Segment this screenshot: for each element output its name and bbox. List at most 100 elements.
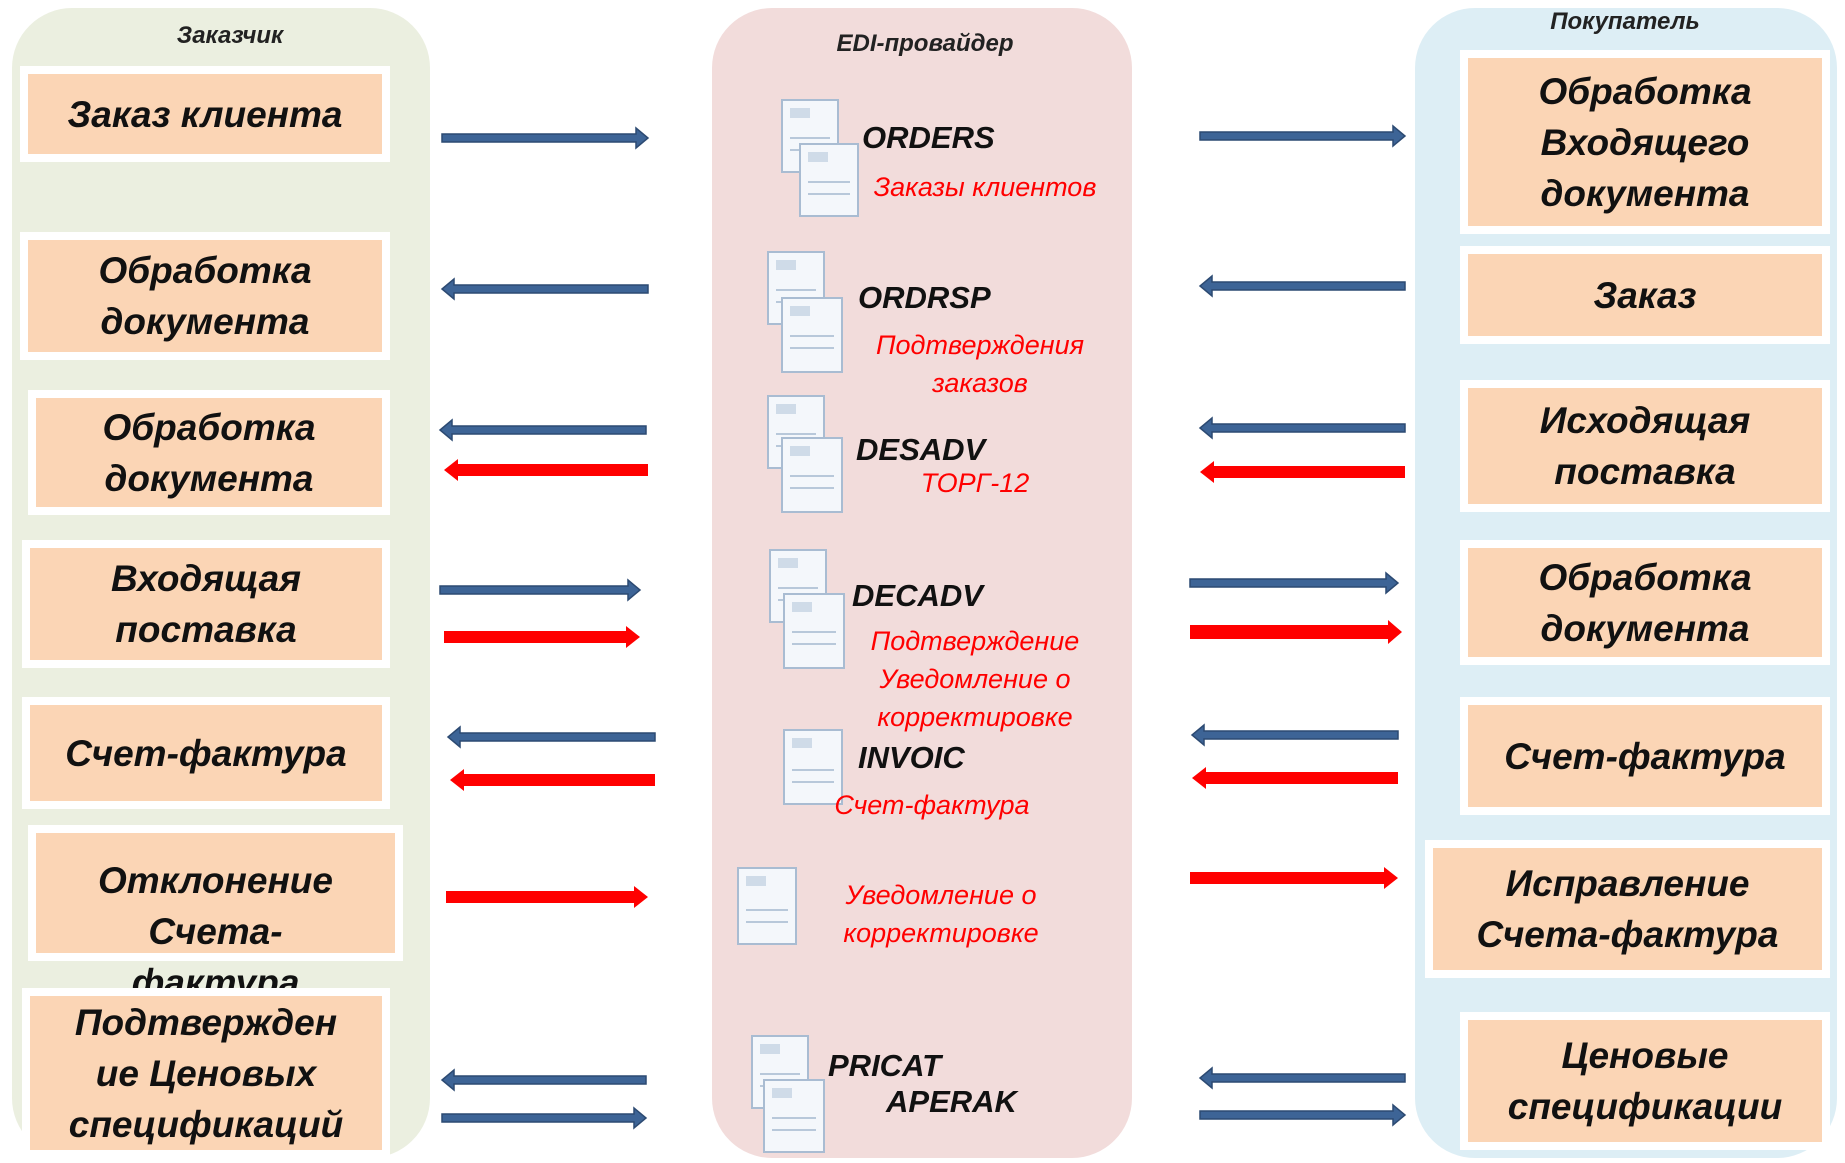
left-box-line: Подтвержден xyxy=(74,1001,338,1043)
document-sheet-icon xyxy=(799,143,859,217)
red-arrow-left xyxy=(444,459,648,481)
blue-arrow-left xyxy=(1198,1066,1406,1090)
blue-arrow-left xyxy=(438,418,647,442)
right-box-outgoing-delivery: Исходящая поставка xyxy=(1460,380,1830,512)
document-sheet-icon xyxy=(781,297,843,373)
right-box-line: Исходящая xyxy=(1539,400,1751,441)
right-box-price-specifications: Ценовые спецификации xyxy=(1460,1012,1830,1150)
doc-name-invoic: INVOIC xyxy=(858,740,965,775)
right-box-line: Обработка xyxy=(1538,70,1752,112)
buyer-column-title: Покупатель xyxy=(1550,8,1700,35)
right-box-line: Ценовые xyxy=(1561,1035,1729,1076)
blue-arrow-right xyxy=(1199,124,1407,148)
left-box-price-spec-confirmation: Подтвержден ие Ценовых спецификаций xyxy=(22,988,390,1158)
right-box-line: Обработка xyxy=(1538,556,1752,598)
doc-desc-line: Счет-фактура xyxy=(834,790,1030,820)
blue-arrow-right xyxy=(1189,571,1400,595)
doc-desc-line: Уведомление о xyxy=(845,880,1037,910)
left-box-line: Отклонение xyxy=(98,860,333,901)
left-box-line: спецификаций xyxy=(68,1103,344,1145)
red-arrow-left xyxy=(1192,767,1398,789)
doc-name-ordrsp: ORDRSP xyxy=(858,280,991,315)
left-box-line: документа xyxy=(100,301,310,342)
right-box-line: спецификации xyxy=(1507,1086,1783,1127)
doc-desc-line: Подтверждения xyxy=(875,330,1085,360)
blue-arrow-left xyxy=(1198,274,1406,298)
left-box-line: Заказ клиента xyxy=(67,93,343,135)
right-box-line: Заказ xyxy=(1593,274,1697,316)
doc-desc-line: ТОРГ-12 xyxy=(920,468,1030,498)
right-box-order: Заказ xyxy=(1460,246,1830,344)
left-box-incoming-delivery: Входящая поставка xyxy=(22,540,390,668)
blue-arrow-right xyxy=(439,578,642,602)
doc-name-desadv: DESADV xyxy=(856,432,986,467)
doc-name-pricat: PRICAT xyxy=(828,1048,942,1083)
right-box-line: документа xyxy=(1540,172,1750,214)
red-arrow-right xyxy=(444,626,640,648)
left-box-document-processing: Обработка документа xyxy=(20,232,390,360)
left-box-line: Обработка xyxy=(102,406,316,448)
red-arrow-left xyxy=(1200,461,1405,483)
doc-desc-line: заказов xyxy=(932,368,1028,398)
blue-arrow-left xyxy=(440,277,649,301)
document-stack-icon xyxy=(751,1035,825,1153)
blue-arrow-right xyxy=(441,1106,648,1130)
doc-desc-line: Подтверждение xyxy=(870,626,1080,656)
doc-desc-decadv: Подтверждение Уведомление о корректировк… xyxy=(840,622,1110,736)
doc-desc-ordrsp: Подтверждения заказов xyxy=(850,326,1110,402)
left-box-document-processing-2: Обработка документа xyxy=(28,390,390,515)
left-box-line: поставка xyxy=(115,609,297,650)
doc-desc-line: Заказы клиентов xyxy=(873,172,1097,202)
document-stack-icon xyxy=(767,251,843,373)
doc-desc-invoic: Счет-фактура xyxy=(822,786,1042,824)
red-arrow-right xyxy=(1190,867,1398,889)
blue-arrow-left xyxy=(1198,416,1406,440)
right-box-line: Исправление xyxy=(1505,863,1750,904)
doc-name-orders: ORDERS xyxy=(862,120,995,155)
right-box-line: поставка xyxy=(1554,451,1736,492)
document-stack-icon xyxy=(767,395,843,513)
right-box-invoice-correction: Исправление Счета-фактура xyxy=(1425,840,1830,978)
doc-desc-line: Уведомление о xyxy=(879,664,1071,694)
doc-desc-correction-notice: Уведомление о корректировке xyxy=(826,876,1056,952)
document-sheet-icon xyxy=(767,251,825,325)
blue-arrow-right xyxy=(441,126,650,150)
left-box-line: Входящая xyxy=(110,558,302,599)
left-box-line: ие Ценовых xyxy=(95,1052,317,1094)
left-box-line: Обработка xyxy=(98,250,312,291)
red-arrow-right xyxy=(446,886,648,908)
document-sheet-icon xyxy=(783,593,845,669)
doc-desc-desadv: ТОРГ-12 xyxy=(880,464,1070,502)
left-box-line: Счета- xyxy=(148,911,283,952)
blue-arrow-left xyxy=(446,725,656,749)
red-arrow-left xyxy=(450,769,655,791)
doc-desc-line: корректировке xyxy=(843,918,1039,948)
left-box-customer-order: Заказ клиента xyxy=(20,66,390,162)
doc-desc-orders: Заказы клиентов xyxy=(860,168,1110,206)
blue-arrow-left xyxy=(440,1068,647,1092)
document-sheet-icon xyxy=(783,729,843,805)
right-box-line: Счет-фактура xyxy=(1504,735,1786,777)
right-box-line: Входящего xyxy=(1540,121,1750,163)
left-box-line: Счет-фактура xyxy=(65,732,347,774)
doc-name-aperak: APERAK xyxy=(886,1084,1017,1119)
document-stack-icon xyxy=(769,549,845,669)
document-sheet-icon xyxy=(763,1079,825,1153)
right-box-line: Счета-фактура xyxy=(1476,914,1779,955)
doc-name-decadv: DECADV xyxy=(852,578,983,613)
customer-column-title: Заказчик xyxy=(176,22,284,49)
document-sheet-icon xyxy=(781,437,843,513)
blue-arrow-right xyxy=(1199,1103,1407,1127)
edi-provider-column-title: EDI-провайдер xyxy=(836,30,1014,57)
doc-desc-line: корректировке xyxy=(877,702,1073,732)
blue-arrow-left xyxy=(1190,723,1399,747)
right-box-invoice: Счет-фактура xyxy=(1460,697,1830,815)
red-arrow-right xyxy=(1190,620,1402,644)
right-box-document-processing: Обработка документа xyxy=(1460,540,1830,665)
right-box-line: документа xyxy=(1540,607,1750,649)
document-sheet-icon xyxy=(737,867,797,945)
left-box-line: документа xyxy=(104,457,314,499)
right-box-incoming-document-processing: Обработка Входящего документа xyxy=(1460,50,1830,234)
document-icon xyxy=(737,867,797,945)
